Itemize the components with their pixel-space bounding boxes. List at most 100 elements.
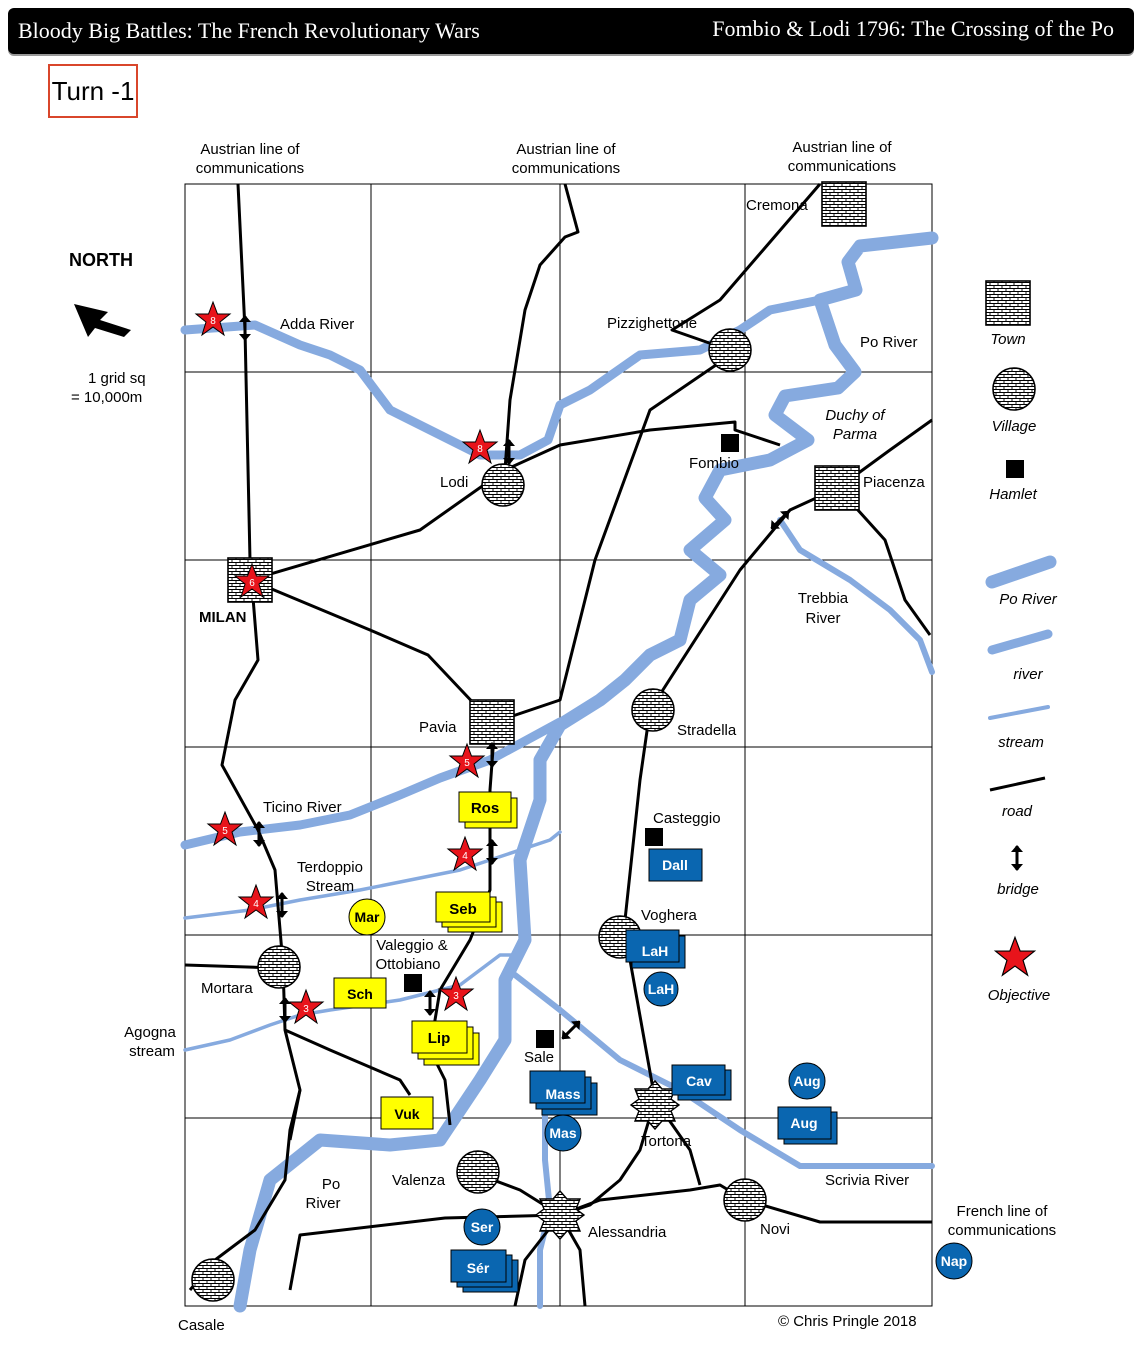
north-label: NORTH (69, 250, 133, 270)
unit-aug[interactable]: Aug (777, 1106, 838, 1145)
po-river-ne-label: Po River (860, 334, 918, 351)
austrian-loc-label: Austrian line of (516, 141, 616, 158)
svg-text:Town: Town (990, 331, 1025, 348)
objective-value: 4 (462, 851, 468, 862)
svg-text:Hamlet: Hamlet (989, 486, 1037, 503)
terdoppio-label: Terdoppio (297, 859, 363, 876)
objective-value: 3 (453, 991, 459, 1002)
svg-text:Lip: Lip (428, 1030, 451, 1047)
valeggio-label: Valeggio & (376, 937, 447, 954)
unit-sch[interactable]: Sch (333, 977, 387, 1009)
svg-text:Stream: Stream (306, 878, 354, 895)
fombio-label: Fombio (689, 455, 739, 472)
svg-text:Dall: Dall (662, 857, 688, 873)
unit-seb[interactable]: Seb (435, 891, 503, 933)
casale-village (191, 1258, 235, 1302)
piacenza-label: Piacenza (863, 474, 925, 491)
casale-label: Casale (178, 1317, 225, 1334)
svg-text:communications: communications (512, 160, 620, 177)
lodi-label: Lodi (440, 474, 468, 491)
unit-vuk[interactable]: Vuk (380, 1096, 434, 1130)
legend-river-icon (987, 629, 1053, 655)
svg-text:Ros: Ros (471, 800, 499, 817)
novi-label: Novi (760, 1221, 790, 1238)
svg-text:bridge: bridge (997, 881, 1039, 898)
terdoppio-stream (183, 830, 562, 920)
objective-value: 4 (253, 899, 259, 910)
casteggio-label: Casteggio (653, 810, 721, 827)
lodi-village (481, 463, 525, 507)
svg-text:Ser: Ser (471, 1219, 494, 1235)
unit-ros[interactable]: Ros (458, 791, 518, 829)
unit-ser[interactable]: Sér (450, 1249, 519, 1293)
unit-dall[interactable]: Dall (648, 848, 703, 882)
valenza-village (456, 1150, 500, 1194)
milan-label: MILAN (199, 609, 247, 626)
svg-text:Ottobiano: Ottobiano (375, 956, 440, 973)
svg-text:1 grid sq: 1 grid sq (88, 370, 146, 387)
legend-road-icon (989, 776, 1046, 792)
austrian-units: Ros Seb Mar Sch Lip Vuk (333, 791, 518, 1130)
pavia-town (469, 699, 515, 745)
objectives: 8 8 6 5 5 4 4 3 3 (195, 301, 498, 1024)
svg-text:stream: stream (129, 1043, 175, 1060)
unit-lah-gen[interactable]: LaH (643, 971, 679, 1007)
casteggio-hamlet (645, 828, 663, 846)
objective-value: 5 (464, 758, 470, 769)
objective-value: 8 (210, 316, 216, 327)
svg-text:River: River (305, 1195, 340, 1212)
unit-lah-inf[interactable]: LaH (625, 929, 686, 969)
unit-mas-gen[interactable]: Mas (544, 1114, 582, 1152)
unit-nap[interactable]: Nap (935, 1242, 973, 1280)
valeggio-hamlet (404, 974, 422, 992)
svg-text:= 10,000m: = 10,000m (71, 389, 142, 406)
legend-po-river-icon (985, 555, 1057, 589)
game-title: Bloody Big Battles: The French Revolutio… (18, 18, 480, 43)
stradella-label: Stradella (677, 722, 737, 739)
voghera-label: Voghera (641, 907, 698, 924)
svg-text:Mas: Mas (549, 1125, 576, 1141)
austrian-loc-label: Austrian line of (200, 141, 300, 158)
cremona-label: Cremona (746, 197, 808, 214)
legend-town-icon (985, 280, 1031, 326)
copyright: © Chris Pringle 2018 (778, 1313, 917, 1330)
legend-stream-icon (988, 705, 1050, 720)
svg-text:Parma: Parma (833, 426, 877, 443)
pizzighettone-label: Pizzighettone (607, 315, 697, 332)
unit-ser-gen[interactable]: Ser (463, 1208, 501, 1246)
french-loc-label: French line of (957, 1203, 1049, 1220)
unit-lip[interactable]: Lip (411, 1020, 480, 1066)
unit-cav[interactable]: Cav (671, 1064, 732, 1101)
unit-mar[interactable]: Mar (348, 898, 386, 936)
scrivia-river-label: Scrivia River (825, 1172, 909, 1189)
scenario-title: Fombio & Lodi 1796: The Crossing of the … (712, 16, 1114, 41)
svg-text:Seb: Seb (449, 901, 477, 918)
svg-text:Village: Village (992, 418, 1037, 435)
legend-objective-icon (994, 936, 1036, 976)
scale-note: 1 grid sq = 10,000m (71, 370, 146, 406)
novi-village (723, 1178, 767, 1222)
svg-text:LaH: LaH (648, 981, 674, 997)
svg-text:Aug: Aug (793, 1073, 820, 1089)
svg-text:Objective: Objective (988, 987, 1051, 1004)
piacenza-town (814, 465, 860, 511)
unit-aug-gen[interactable]: Aug (788, 1062, 826, 1100)
svg-text:Sér: Sér (467, 1260, 490, 1276)
legend-village-icon (992, 367, 1036, 411)
duchy-label: Duchy of (825, 407, 886, 424)
objective-value: 6 (249, 578, 255, 589)
mortara-village (257, 945, 301, 989)
pizzighettone-village (708, 328, 752, 372)
pavia-label: Pavia (419, 719, 457, 736)
fombio-hamlet (721, 434, 739, 452)
austrian-loc-label: Austrian line of (792, 139, 892, 156)
svg-text:communications: communications (788, 158, 896, 175)
objective-value: 5 (222, 826, 228, 837)
sale-hamlet (536, 1030, 554, 1048)
unit-mass[interactable]: Mass (529, 1070, 598, 1116)
valenza-label: Valenza (392, 1172, 446, 1189)
po-river-sw-label: Po (322, 1176, 340, 1193)
po-river (233, 231, 939, 1313)
compass: NORTH (69, 250, 133, 337)
